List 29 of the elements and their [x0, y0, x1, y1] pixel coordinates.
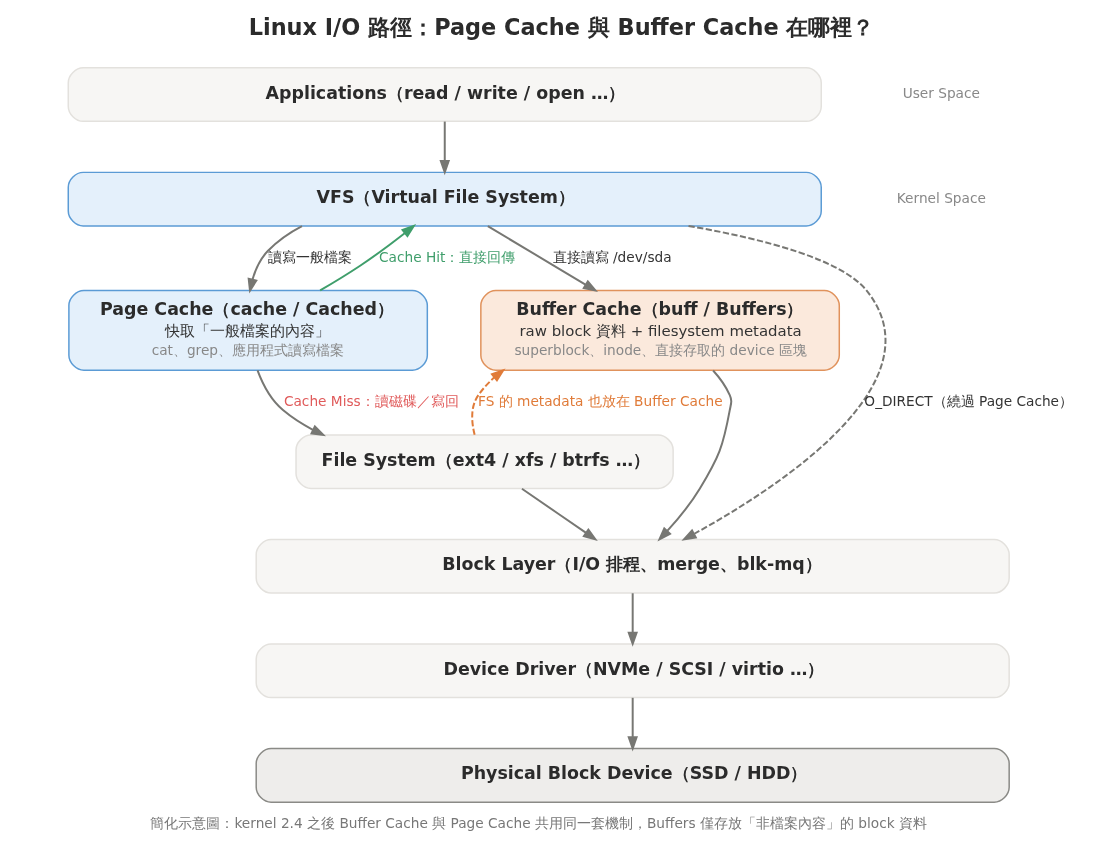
label: User Space: [902, 85, 980, 102]
edge-label: Cache Miss：讀磁碟／寫回: [283, 393, 459, 410]
edge-label: FS 的 metadata 也放在 Buffer Cache: [477, 393, 723, 410]
arrow: [318, 224, 416, 292]
node-box: Page Cache（cache / Cached） 快取「一般檔案的內容」 cat、grep、應用程式讀寫檔案: [67, 289, 428, 371]
caption: 簡化示意圖：kernel 2.4 之後 Buffer Cache 與 Page Cache 共用同一套機制，Buffers 僅存放「非檔案內容」的 block 資料: [149, 815, 927, 832]
arrow: [626, 696, 638, 752]
arrow: [520, 487, 598, 541]
node-box: Device Driver（NVMe / SCSI / virtio …）: [254, 643, 1010, 699]
node-box: VFS（Virtual File System）: [67, 171, 822, 227]
edge-label: O_DIRECT（繞過 Page Cache）: [863, 393, 1073, 410]
edge-label: Cache Hit：直接回傳: [378, 248, 515, 265]
arrow: [680, 224, 886, 541]
node-box: Physical Block Device（SSD / HDD）: [254, 747, 1010, 803]
edge-label: 讀寫一般檔案: [267, 248, 352, 265]
edge-label: 直接讀寫 /dev/sda: [552, 248, 672, 265]
node-box: Applications（read / write / open …）: [67, 67, 822, 123]
label: Kernel Space: [896, 189, 986, 206]
arrow: [470, 368, 505, 436]
arrow: [256, 369, 326, 437]
node-box: Block Layer（I/O 排程、merge、blk-mq）: [254, 538, 1010, 594]
arrow: [656, 369, 732, 542]
arrow: [626, 592, 638, 647]
node-box: File System（ext4 / xfs / btrfs …）: [294, 434, 674, 490]
node-box: Buffer Cache（buff / Buffers） raw block 資料 + filesystem metadata superblock、inode、直接存取的 device 區塊: [479, 289, 840, 371]
arrow: [247, 225, 303, 294]
arrow: [438, 120, 450, 176]
diagram-title: Linux I/O 路徑：Page Cache 與 Buffer Cache 在哪裡？: [248, 13, 874, 40]
arrow: [486, 225, 598, 293]
